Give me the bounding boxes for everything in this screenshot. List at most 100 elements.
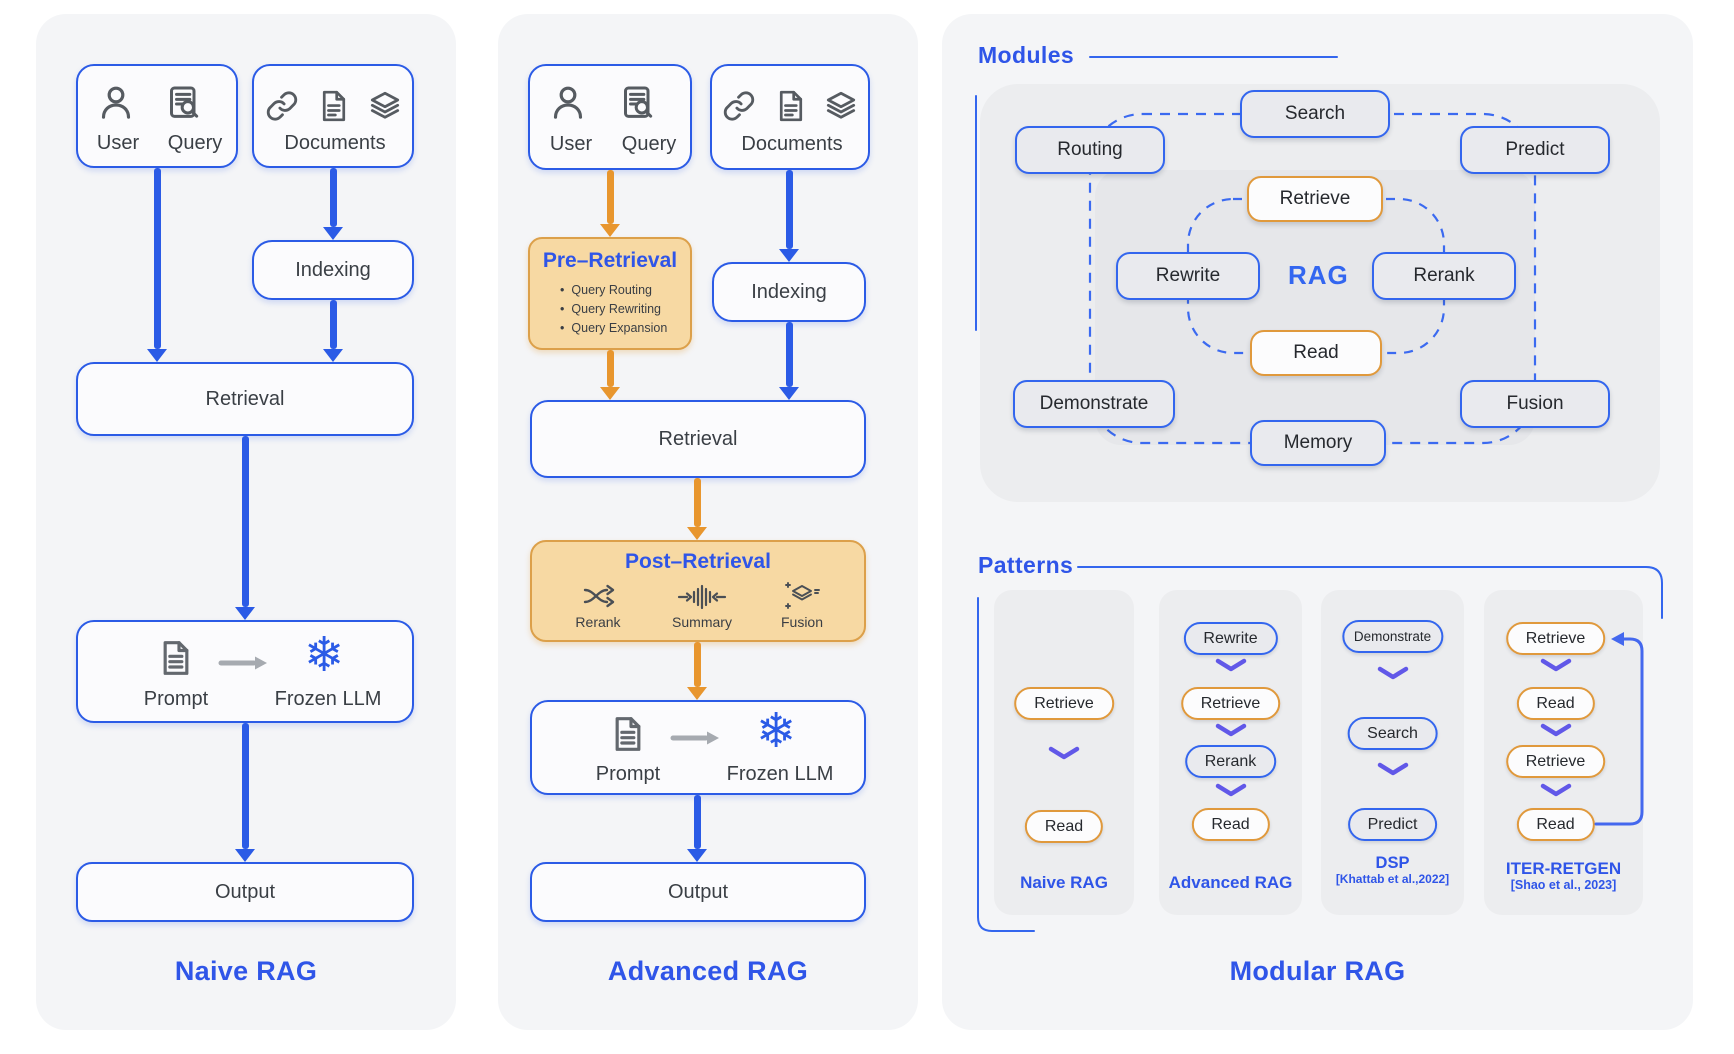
- module-fusion: Fusion: [1460, 380, 1610, 428]
- query-icon: [170, 86, 199, 118]
- arrow-userquery-preretrieval: [599, 170, 620, 237]
- query-icon: [624, 86, 653, 118]
- pattern-step: Retrieve: [1505, 745, 1606, 778]
- module-memory: Memory: [1250, 420, 1386, 466]
- module-rewrite: Rewrite: [1116, 252, 1260, 300]
- pattern-card-advanced: Rewrite Retrieve Rerank Read Advanced RA…: [1159, 590, 1302, 915]
- arrow-documents-indexing: [779, 170, 799, 262]
- chevron-down-icon: [1215, 723, 1246, 737]
- module-routing: Routing: [1015, 126, 1165, 174]
- arrow-retrieval-postretrieval: [687, 478, 707, 540]
- pattern-caption: DSP: [1375, 854, 1410, 872]
- summary-compress-icon: [677, 584, 727, 610]
- chevron-down-icon: [1048, 746, 1080, 760]
- chevron-down-icon: [1215, 658, 1246, 672]
- chevron-down-icon: [1377, 762, 1408, 776]
- chevron-down-icon: [1540, 658, 1571, 672]
- fusion-label: Fusion: [780, 614, 824, 630]
- post-retrieval-box: Post–Retrieval Rerank Summary Fusion: [530, 540, 866, 642]
- pattern-caption: Naive RAG: [1020, 873, 1108, 892]
- module-search: Search: [1240, 90, 1390, 138]
- prompt-document-icon: [163, 641, 189, 675]
- rag-center-label: RAG: [1288, 260, 1349, 290]
- documents-box: Documents: [710, 64, 870, 170]
- user-label: User: [96, 132, 140, 154]
- rerank-label: Rerank: [575, 614, 621, 630]
- arrow-right-icon: [218, 656, 267, 670]
- pattern-card-naive: Retrieve Read Naive RAG: [994, 590, 1134, 915]
- module-demonstrate: Demonstrate: [1013, 380, 1175, 428]
- pattern-caption: ITER-RETGEN: [1505, 859, 1622, 878]
- pre-retrieval-box: Pre–Retrieval •Query Routing •Query Rewr…: [528, 237, 692, 350]
- bullet-icon: •: [560, 302, 565, 316]
- modules-section-label: Modules: [978, 42, 1075, 68]
- pattern-step: Rewrite: [1183, 622, 1278, 655]
- naive-rag-title: Naive RAG: [174, 956, 318, 986]
- snowflake-icon: ❄: [756, 705, 797, 758]
- pattern-card-dsp: Demonstrate Search Predict DSP [Khattab …: [1321, 590, 1464, 915]
- user-icon: [101, 86, 131, 119]
- arrow-preretrieval-retrieval: [599, 350, 620, 400]
- frozen-llm-label: Frozen LLM: [274, 688, 382, 710]
- document-icon: [322, 90, 346, 122]
- arrow-right-icon: [670, 731, 719, 745]
- pre-retrieval-item: •Query Expansion: [560, 321, 668, 335]
- arrow-documents-indexing: [322, 168, 343, 240]
- bullet-icon: •: [560, 283, 565, 297]
- pattern-citation: [Shao et al., 2023]: [1510, 878, 1617, 892]
- pattern-citation: [Khattab et al.,2022]: [1335, 872, 1450, 886]
- advanced-rag-panel: [498, 14, 918, 1030]
- pre-retrieval-item: •Query Routing: [560, 283, 652, 297]
- layers-icon: [370, 91, 400, 119]
- arrow-indexing-retrieval: [779, 322, 799, 400]
- module-retrieve: Retrieve: [1247, 176, 1383, 222]
- pattern-step: Demonstrate: [1341, 620, 1444, 653]
- pre-retrieval-title: Pre–Retrieval: [542, 249, 678, 272]
- chevron-down-icon: [1215, 783, 1246, 797]
- frozen-llm-label: Frozen LLM: [726, 763, 834, 785]
- pattern-step: Read: [1516, 808, 1595, 841]
- documents-label: Documents: [284, 132, 386, 154]
- indexing-box: Indexing: [712, 262, 866, 322]
- module-predict: Predict: [1460, 126, 1610, 174]
- link-icon: [266, 91, 298, 121]
- arrow-prompt-output: [687, 795, 707, 862]
- user-query-box: User Query: [528, 64, 692, 170]
- prompt-llm-box: ❄ Prompt Frozen LLM: [76, 620, 414, 723]
- documents-box: Documents: [252, 64, 414, 168]
- link-icon: [723, 91, 755, 121]
- summary-label: Summary: [672, 614, 732, 630]
- pattern-step: Search: [1347, 717, 1438, 750]
- document-icon: [779, 90, 803, 122]
- prompt-llm-box: ❄ Prompt Frozen LLM: [530, 700, 866, 795]
- chevron-down-icon: [1540, 783, 1571, 797]
- pre-retrieval-item: •Query Rewriting: [560, 302, 662, 316]
- pattern-step: Retrieve: [1180, 687, 1281, 720]
- documents-label: Documents: [741, 133, 843, 155]
- arrow-indexing-retrieval: [322, 300, 343, 362]
- output-box: Output: [76, 862, 414, 922]
- modular-rag-title: Modular RAG: [1229, 956, 1406, 986]
- module-rerank: Rerank: [1372, 252, 1516, 300]
- rerank-shuffle-icon: [583, 584, 615, 608]
- retrieval-box: Retrieval: [530, 400, 866, 478]
- advanced-rag-title: Advanced RAG: [607, 956, 809, 986]
- user-query-box: User Query: [76, 64, 238, 168]
- indexing-box: Indexing: [252, 240, 414, 300]
- pattern-step: Predict: [1347, 808, 1438, 841]
- bullet-icon: •: [560, 321, 565, 335]
- snowflake-icon: ❄: [304, 629, 345, 682]
- arrow-retrieval-prompt: [234, 436, 255, 620]
- chevron-down-icon: [1377, 666, 1408, 680]
- query-label: Query: [621, 133, 677, 155]
- chevron-down-icon: [1540, 723, 1571, 737]
- pattern-step: Read: [1191, 808, 1270, 841]
- prompt-label: Prompt: [595, 763, 661, 785]
- fusion-layers-icon: [785, 582, 820, 609]
- pattern-card-iter-retgen: Retrieve Read Retrieve Read ITER-RETGEN …: [1484, 590, 1643, 915]
- user-icon: [553, 86, 583, 119]
- prompt-label: Prompt: [143, 688, 209, 710]
- prompt-document-icon: [615, 717, 641, 751]
- pattern-caption: Advanced RAG: [1168, 873, 1293, 892]
